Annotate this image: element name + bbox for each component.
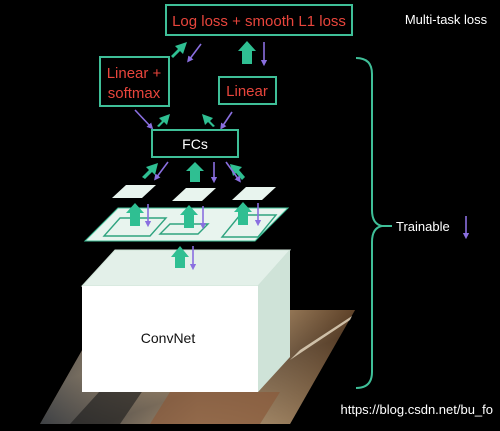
loss-box: Log loss + smooth L1 loss — [165, 4, 353, 36]
up-arrow-convnet — [171, 246, 189, 268]
up-arrow-to-linear-softmax — [157, 114, 170, 127]
linear-softmax-label-line2: softmax — [108, 85, 161, 102]
forward-arrows — [126, 41, 256, 268]
down-arrow-linear-softmax — [134, 109, 154, 130]
trainable-label: Trainable — [396, 219, 450, 234]
multi-task-loss-label: Multi-task loss — [405, 12, 488, 27]
roi-box-middle — [158, 223, 210, 235]
up-arrow-to-loss-left — [171, 42, 187, 58]
roi-box-right — [220, 214, 278, 238]
backprop-arrows — [134, 42, 268, 271]
up-arrow-to-loss-right — [238, 41, 256, 64]
up-arrow-to-fcs-left — [142, 163, 158, 179]
convnet-label: ConvNet — [141, 330, 196, 346]
down-arrow-loss-left — [187, 43, 202, 63]
watermark-url: https://blog.csdn.net/bu_fo — [341, 402, 494, 417]
up-arrow-roi-left — [126, 203, 144, 226]
fcs-label: FCs — [182, 136, 208, 152]
down-arrow-fcs-left — [154, 161, 169, 181]
convnet-front-face — [82, 286, 258, 392]
pooled-feature-right — [232, 187, 276, 200]
trainable-bracket — [355, 57, 392, 389]
roi-box-left — [102, 217, 168, 237]
up-arrow-to-fcs-right — [230, 164, 245, 180]
linear-softmax-box: Linear + softmax — [99, 56, 170, 107]
up-arrow-to-linear — [202, 114, 215, 127]
fcs-box: FCs — [151, 129, 239, 158]
linear-label: Linear — [226, 83, 268, 100]
up-arrow-roi-middle — [180, 205, 198, 228]
loss-label: Log loss + smooth L1 loss — [172, 13, 346, 30]
pooled-feature-middle — [172, 188, 216, 201]
pooled-feature-left — [112, 185, 156, 198]
up-arrow-to-fcs-middle — [186, 162, 204, 182]
down-arrow-fcs-right — [225, 161, 241, 183]
roi-pooled-features — [112, 185, 276, 201]
up-arrow-roi-right — [234, 202, 252, 225]
down-arrow-linear — [220, 111, 233, 130]
linear-box: Linear — [218, 76, 277, 105]
convnet-block: ConvNet — [80, 249, 292, 392]
linear-softmax-label-line1: Linear + — [107, 65, 162, 82]
convnet-side-face — [258, 250, 290, 392]
